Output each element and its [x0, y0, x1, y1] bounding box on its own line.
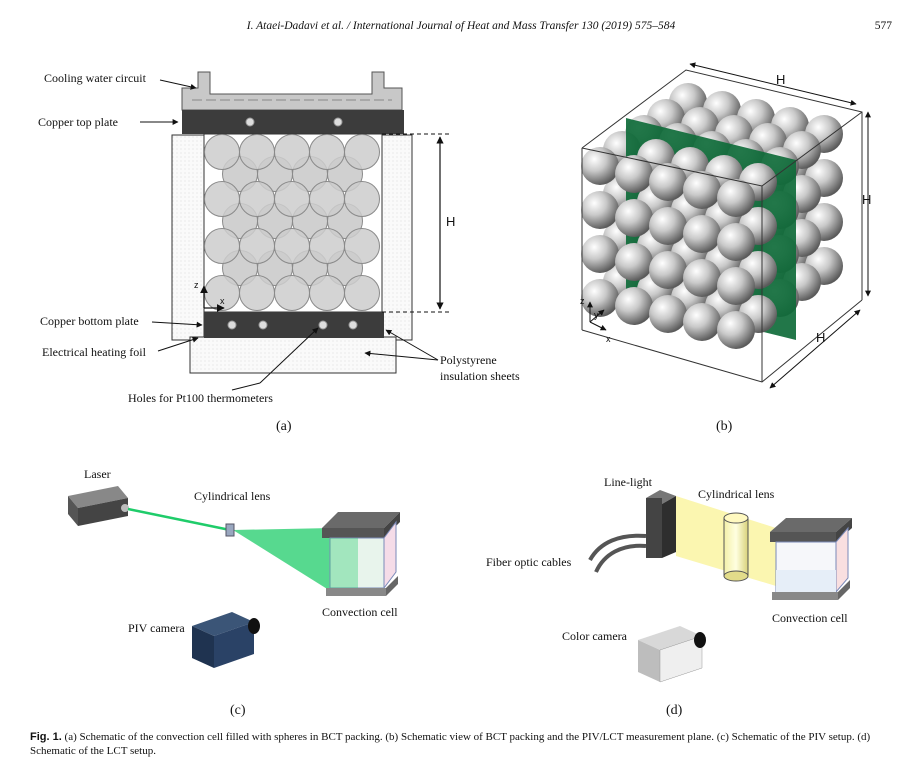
label-lens-c: Cylindrical lens [194, 489, 271, 503]
label-cooling: Cooling water circuit [44, 71, 147, 85]
sphere-front [274, 134, 310, 170]
label-bottom-plate: Copper bottom plate [40, 314, 139, 328]
sphere-3d [717, 311, 755, 349]
sphere-3d [683, 259, 721, 297]
laser-device [78, 498, 128, 526]
sphere-front [204, 134, 240, 170]
sphere-3d [649, 163, 687, 201]
dim-h-right: H [862, 192, 871, 207]
label-lens-d: Cylindrical lens [698, 487, 775, 501]
copper-top-plate [182, 110, 404, 134]
axis-x-label-b: x [606, 334, 611, 344]
sphere-3d [683, 303, 721, 341]
label-polystyrene-2: insulation sheets [440, 369, 520, 383]
sphere-3d [581, 279, 619, 317]
sphere-3d [717, 267, 755, 305]
fiber-optic-cables [588, 533, 647, 562]
convection-cell-c [329, 537, 385, 589]
axis-z-label-b: z [580, 296, 585, 306]
sphere-3d [717, 179, 755, 217]
sphere-3d [581, 191, 619, 229]
figure-caption: Fig. 1. (a) Schematic of the convection … [30, 730, 900, 758]
label-fiber: Fiber optic cables [486, 555, 572, 569]
caption-label: Fig. 1. [30, 731, 62, 743]
sphere-front [274, 275, 310, 311]
axis-y-label-b: y [594, 310, 599, 320]
sphere-front [204, 181, 240, 217]
height-label-a: H [446, 214, 455, 229]
label-holes: Holes for Pt100 thermometers [128, 391, 273, 405]
line-light-device [662, 496, 676, 558]
sphere-front [309, 228, 345, 264]
sphere-front [239, 181, 275, 217]
sphere-front [344, 228, 380, 264]
label-line-light: Line-light [604, 475, 653, 489]
panel-a: z x H Cooling water circuit Copper top p… [38, 71, 520, 434]
laser-beam [127, 507, 231, 532]
sublabel-a: (a) [276, 419, 292, 434]
label-cell-d: Convection cell [772, 611, 848, 625]
bct-spheres-front [204, 134, 380, 311]
sphere-3d [581, 235, 619, 273]
sphere-front [239, 228, 275, 264]
label-piv-camera: PIV camera [128, 621, 185, 635]
sublabel-c: (c) [230, 703, 246, 718]
dim-h-bottom: H [816, 330, 825, 345]
sphere-front [309, 181, 345, 217]
sphere-3d [581, 147, 619, 185]
sphere-3d [717, 223, 755, 261]
cylindrical-lens-c [225, 523, 235, 537]
dim-h-top: H [776, 72, 785, 87]
laser-sheet [233, 528, 332, 592]
sublabel-b: (b) [716, 419, 733, 434]
sphere-front [274, 181, 310, 217]
sphere-3d [649, 251, 687, 289]
label-cell-c: Convection cell [322, 605, 398, 619]
piv-camera [214, 622, 254, 668]
sphere-3d [649, 207, 687, 245]
running-header: I. Ataei-Dadavi et al. / International J… [0, 20, 922, 40]
sublabel-d: (d) [666, 703, 683, 718]
cylindrical-lens-d [723, 517, 749, 577]
sphere-front [274, 228, 310, 264]
sphere-3d [615, 243, 653, 281]
panel-d: Line-light Cylindrical lens Fiber optic … [486, 475, 852, 718]
page-number: 577 [874, 20, 892, 32]
sphere-3d [615, 155, 653, 193]
label-heating: Electrical heating foil [42, 345, 147, 359]
sphere-3d [683, 215, 721, 253]
color-camera [659, 635, 703, 683]
sphere-front [309, 134, 345, 170]
sphere-3d [649, 295, 687, 333]
panel-b: H H H z y x (b) [580, 62, 871, 434]
sphere-front [239, 275, 275, 311]
sphere-front [344, 181, 380, 217]
cooling-circuit-shape [181, 71, 403, 111]
sphere-front [309, 275, 345, 311]
caption-text: (a) Schematic of the convection cell fil… [30, 731, 871, 757]
left-insulation [171, 134, 205, 341]
sphere-3d [683, 171, 721, 209]
sphere-3d [615, 287, 653, 325]
sphere-3d [615, 199, 653, 237]
label-laser: Laser [84, 467, 111, 481]
label-color-camera: Color camera [562, 629, 628, 643]
axis-x-label-a: x [220, 296, 225, 306]
right-insulation [381, 134, 413, 341]
bct-spheres-3d-front [615, 139, 777, 349]
sphere-front [204, 228, 240, 264]
running-head-text: I. Ataei-Dadavi et al. / International J… [246, 20, 676, 32]
sphere-front [344, 134, 380, 170]
sphere-front [344, 275, 380, 311]
bottom-insulation [189, 336, 397, 374]
label-top-plate: Copper top plate [38, 115, 118, 129]
label-polystyrene-1: Polystyrene [440, 353, 497, 367]
axis-z-label-a: z [194, 280, 199, 290]
panel-c: Laser Cylindrical lens Convection cell P… [68, 467, 400, 718]
sphere-front [239, 134, 275, 170]
